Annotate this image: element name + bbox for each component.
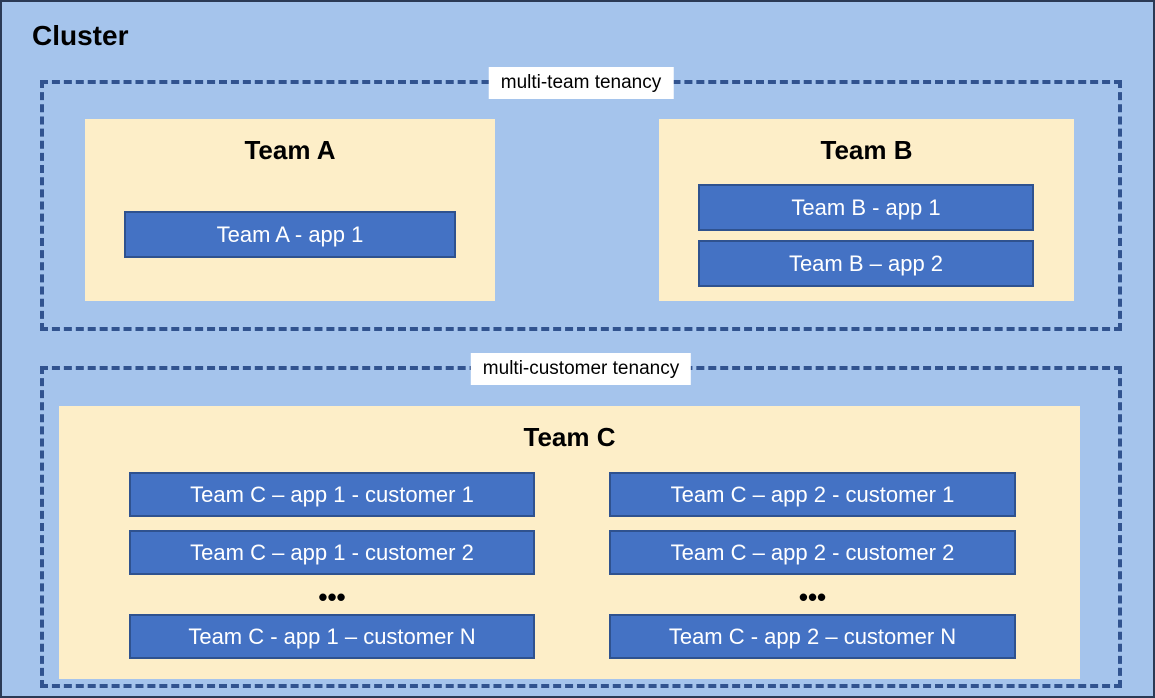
app-team-c-app-1-customer-1[interactable]: Team C – app 1 - customer 1 (129, 472, 535, 517)
multi-team-tenancy-zone: multi-team tenancy (40, 67, 1122, 331)
ellipsis-team-c-app-2: ••• (798, 582, 827, 612)
multi-team-tenancy-label: multi-team tenancy (488, 67, 674, 99)
app-team-c-app-2-customer-1[interactable]: Team C – app 2 - customer 1 (609, 472, 1016, 517)
team-c-title: Team C (523, 422, 616, 452)
app-team-c-app-2-customer-2[interactable]: Team C – app 2 - customer 2 (609, 530, 1016, 575)
cluster-title: Cluster (32, 20, 129, 51)
multi-customer-tenancy-zone: multi-customer tenancy (40, 353, 1122, 688)
ellipsis-team-c-app-1: ••• (318, 582, 346, 612)
app-team-b-app-1[interactable]: Team B - app 1 (698, 184, 1034, 231)
team-b-title: Team B (820, 135, 913, 165)
team-a-box: Team A (85, 119, 495, 301)
multi-customer-tenancy-label: multi-customer tenancy (470, 353, 692, 385)
app-team-c-app-1-customer-n[interactable]: Team C - app 1 – customer N (129, 614, 535, 659)
app-team-c-app-1-customer-2[interactable]: Team C – app 1 - customer 2 (129, 530, 535, 575)
app-team-c-app-2-customer-n[interactable]: Team C - app 2 – customer N (609, 614, 1016, 659)
app-team-b-app-2[interactable]: Team B – app 2 (698, 240, 1034, 287)
app-team-a-app-1[interactable]: Team A - app 1 (124, 211, 456, 258)
team-a-title: Team A (244, 135, 336, 165)
